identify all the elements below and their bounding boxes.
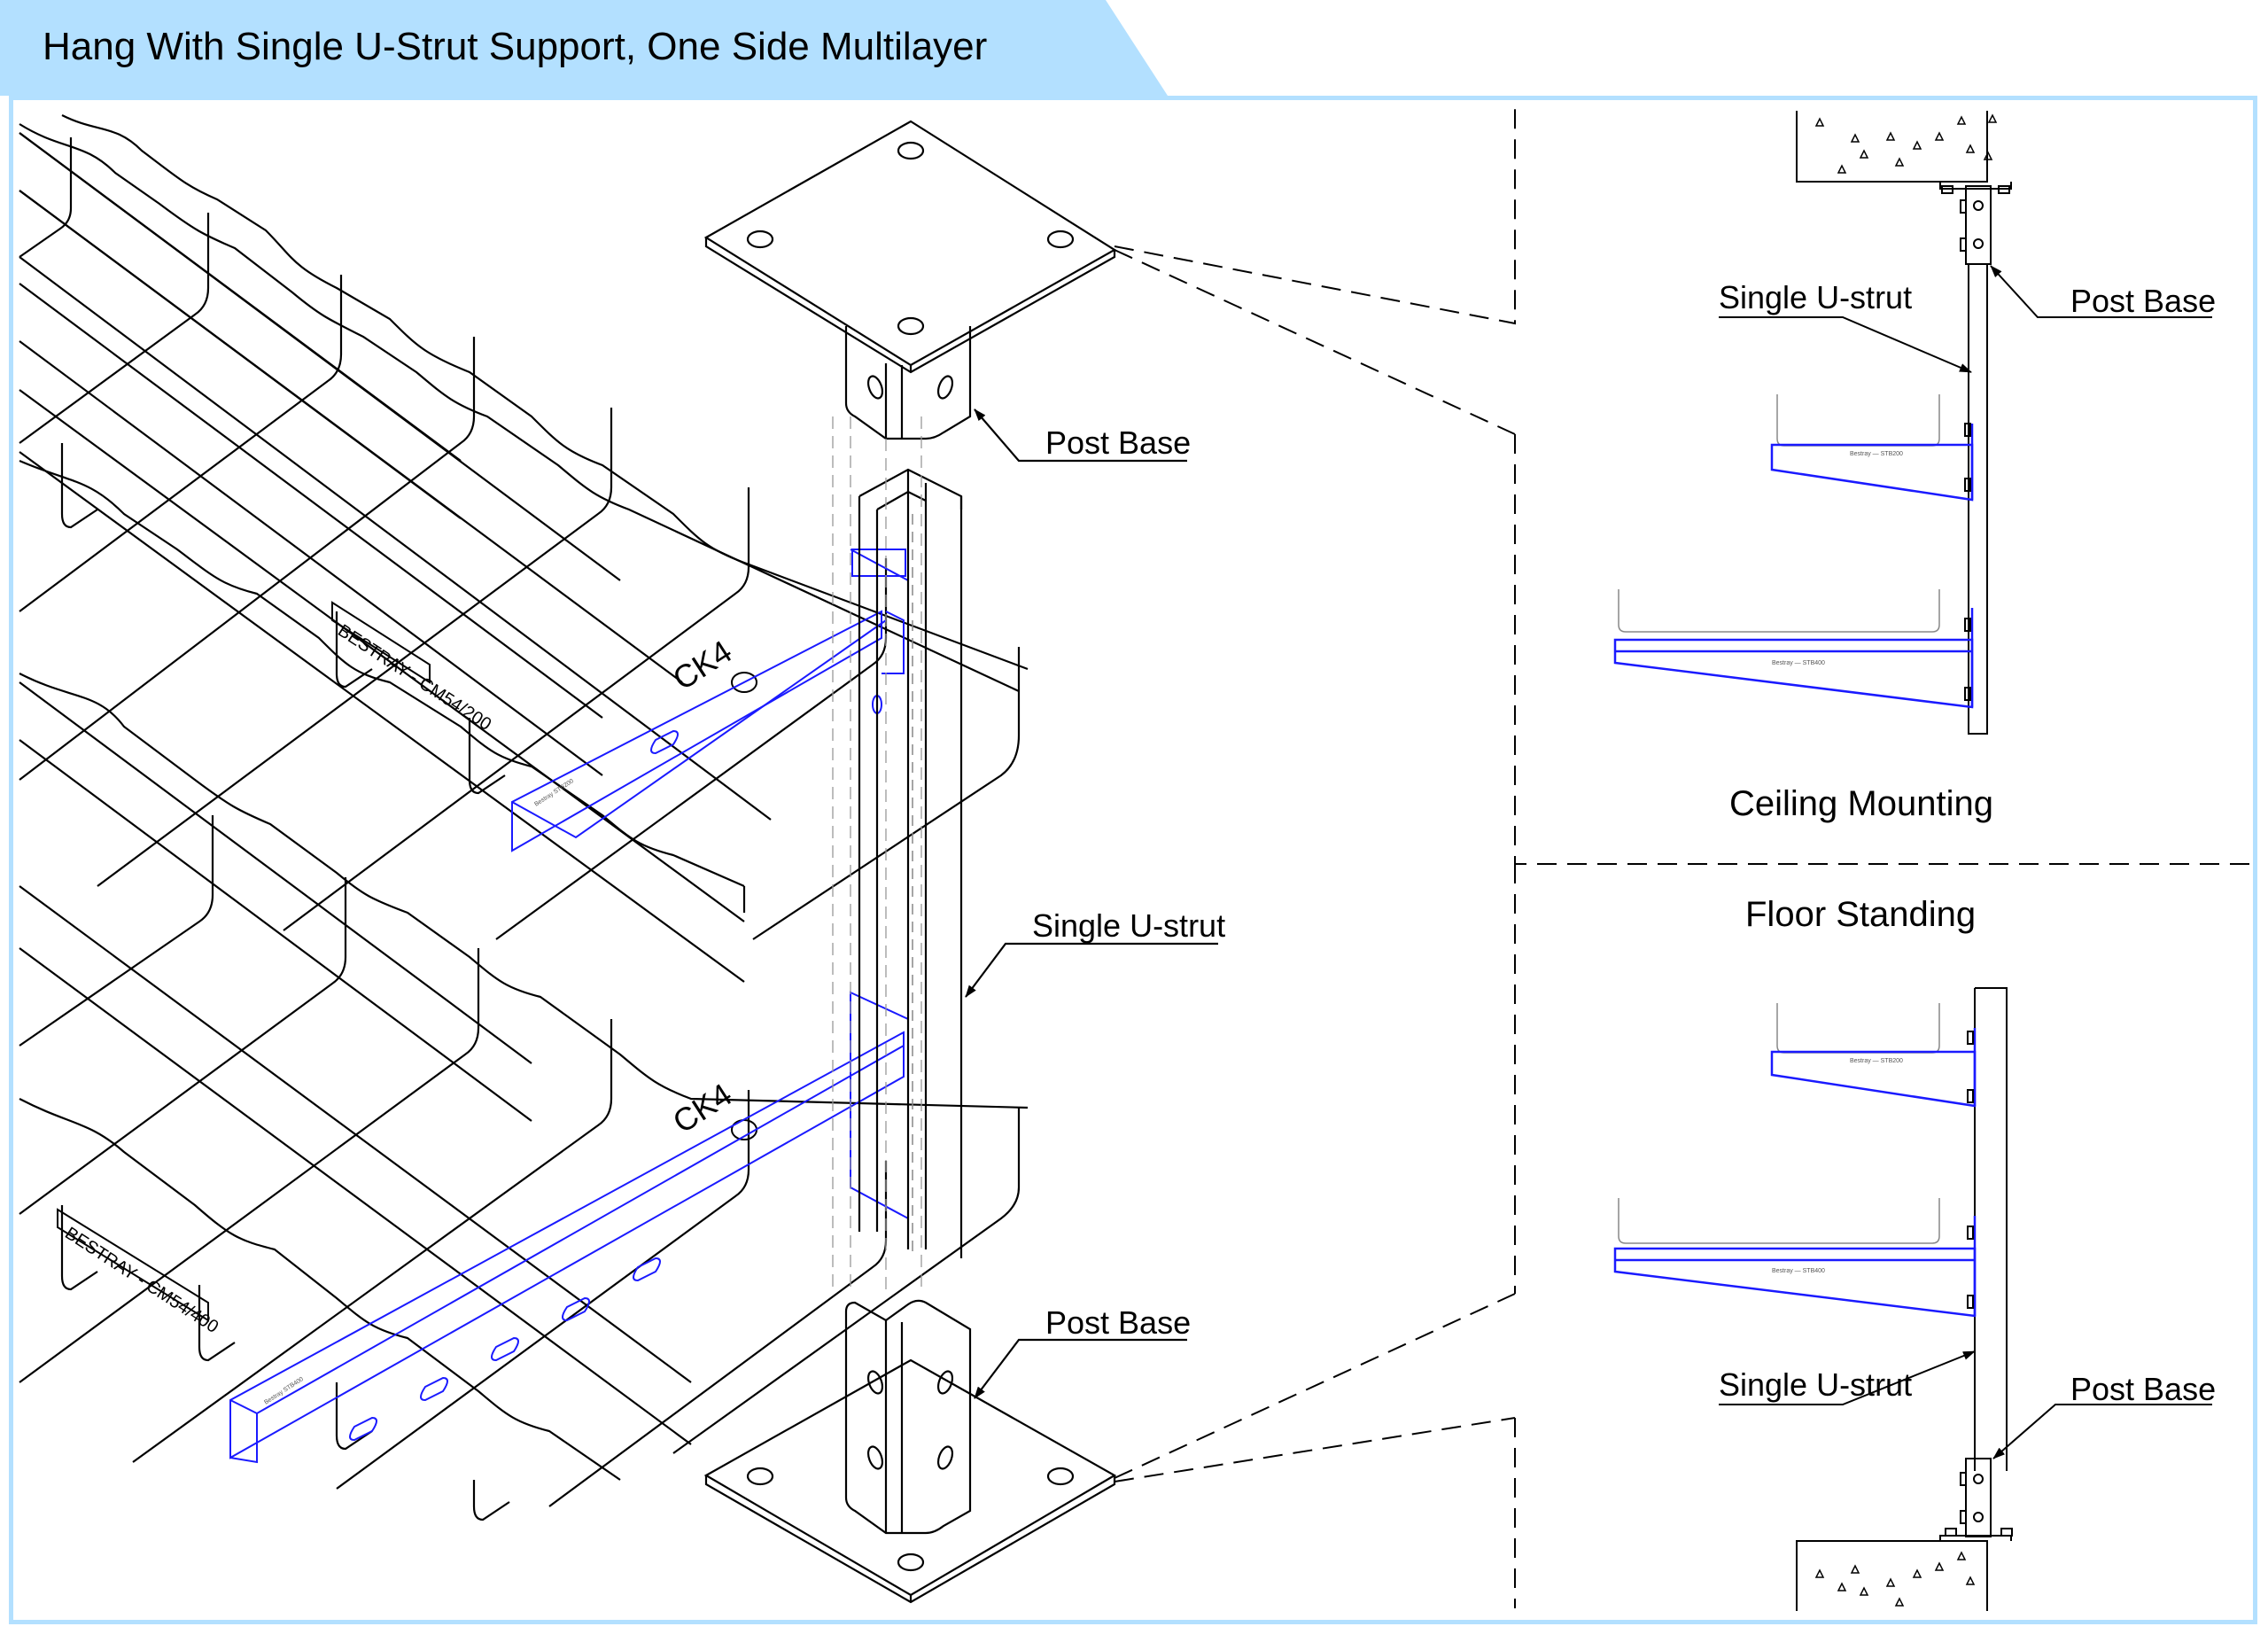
callout-single-u-strut-label: Single U-strut xyxy=(1032,907,1225,944)
page-title: Hang With Single U-Strut Support, One Si… xyxy=(43,25,988,68)
isometric-view: BESTRAY - CM54/200 CK4 Bestray STB200 xyxy=(19,106,2250,1608)
concrete-hatch xyxy=(1814,113,1998,174)
ceiling-mounting-view xyxy=(1613,111,2212,735)
ceiling-upper-bracket-label: Bestray — STB200 xyxy=(1850,451,1903,457)
upper-clip-label: CK4 xyxy=(666,633,738,697)
callout-post-base-top xyxy=(974,409,1187,463)
lower-bracket: Bestray STB400 xyxy=(229,991,909,1464)
callout-post-base-top-label: Post Base xyxy=(1045,424,1191,461)
title-tab xyxy=(0,0,1168,96)
top-post-base xyxy=(703,120,1117,1294)
lower-bracket-label: Bestray STB400 xyxy=(263,1376,305,1406)
lower-clip-label: CK4 xyxy=(666,1076,738,1140)
floor-upper-bracket-label: Bestray — STB200 xyxy=(1850,1058,1903,1064)
ceiling-lower-bracket-label: Bestray — STB400 xyxy=(1772,660,1825,666)
ceiling-post-base-label: Post Base xyxy=(2070,283,2216,319)
u-strut-post xyxy=(858,468,963,1258)
drawing-frame xyxy=(9,96,2257,1624)
callout-post-base-bottom xyxy=(974,1338,1187,1399)
upper-bracket: Bestray STB200 xyxy=(511,549,909,852)
ceiling-single-u-strut-label: Single U-strut xyxy=(1719,279,1912,315)
floor-standing-view xyxy=(1613,987,2212,1611)
floor-post-base-label: Post Base xyxy=(2070,1371,2216,1407)
callout-post-base-bottom-label: Post Base xyxy=(1045,1304,1191,1341)
callout-single-u-strut xyxy=(965,942,1218,998)
floor-standing-title: Floor Standing xyxy=(1745,895,1976,934)
floor-lower-bracket-label: Bestray — STB400 xyxy=(1772,1268,1825,1274)
leader-lines xyxy=(1114,106,2250,1608)
ceiling-mounting-title: Ceiling Mounting xyxy=(1729,784,1993,823)
floor-single-u-strut-label: Single U-strut xyxy=(1719,1366,1912,1403)
